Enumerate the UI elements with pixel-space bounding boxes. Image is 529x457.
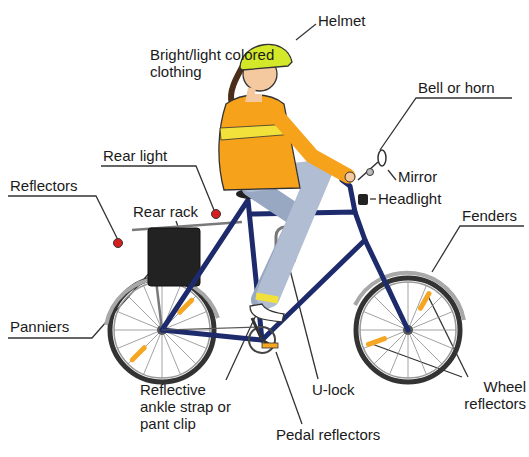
front-leg [250,172,320,296]
rear-light [212,210,221,219]
leader-lines [8,24,524,424]
bell [367,169,374,176]
front-fender [355,273,464,320]
part-label: Mirror [398,168,458,185]
mirror [378,150,386,166]
jacket [219,95,300,190]
part-label: Panniers [10,318,90,335]
crank [252,318,272,346]
mirror-stem [358,162,378,180]
part-label: Rear light [103,147,193,164]
part-label: Wheel reflectors [448,378,526,412]
part-label: Helmet [318,12,398,29]
part-label: Reflectors [10,177,100,194]
leader-line [8,270,152,338]
leader-line [380,98,512,150]
part-label: Fenders [462,207,527,224]
wheel-reflector [369,339,385,345]
leader-line [296,24,316,40]
part-label: Pedal reflectors [276,426,416,443]
rear-triangle [162,200,262,340]
leader-line [432,226,524,272]
pannier [148,228,200,286]
leader-line [276,352,302,424]
wheel-reflector [421,294,430,309]
leader-line [288,262,318,379]
leader-line [388,170,396,180]
neck [250,88,262,98]
arm [272,110,348,176]
chain [162,327,262,330]
shoe [250,304,284,322]
headlight [358,194,368,205]
rear-reflector [114,239,123,248]
pedal-reflector [262,343,278,348]
fork [365,240,408,330]
part-label: Reflective ankle strap or pant clip [140,381,232,432]
leader-line [370,198,376,199]
part-label: Headlight [378,190,458,207]
wheel-reflector [132,348,144,360]
handlebar [342,180,355,212]
leader-line [8,196,118,240]
part-label: Rear rack [133,203,213,220]
part-label: Bell or horn [418,79,518,96]
part-label: Bright/light colored clothing [150,46,275,80]
part-label: U-lock [312,381,372,398]
hand [345,172,355,182]
ankle-strap [256,296,278,300]
